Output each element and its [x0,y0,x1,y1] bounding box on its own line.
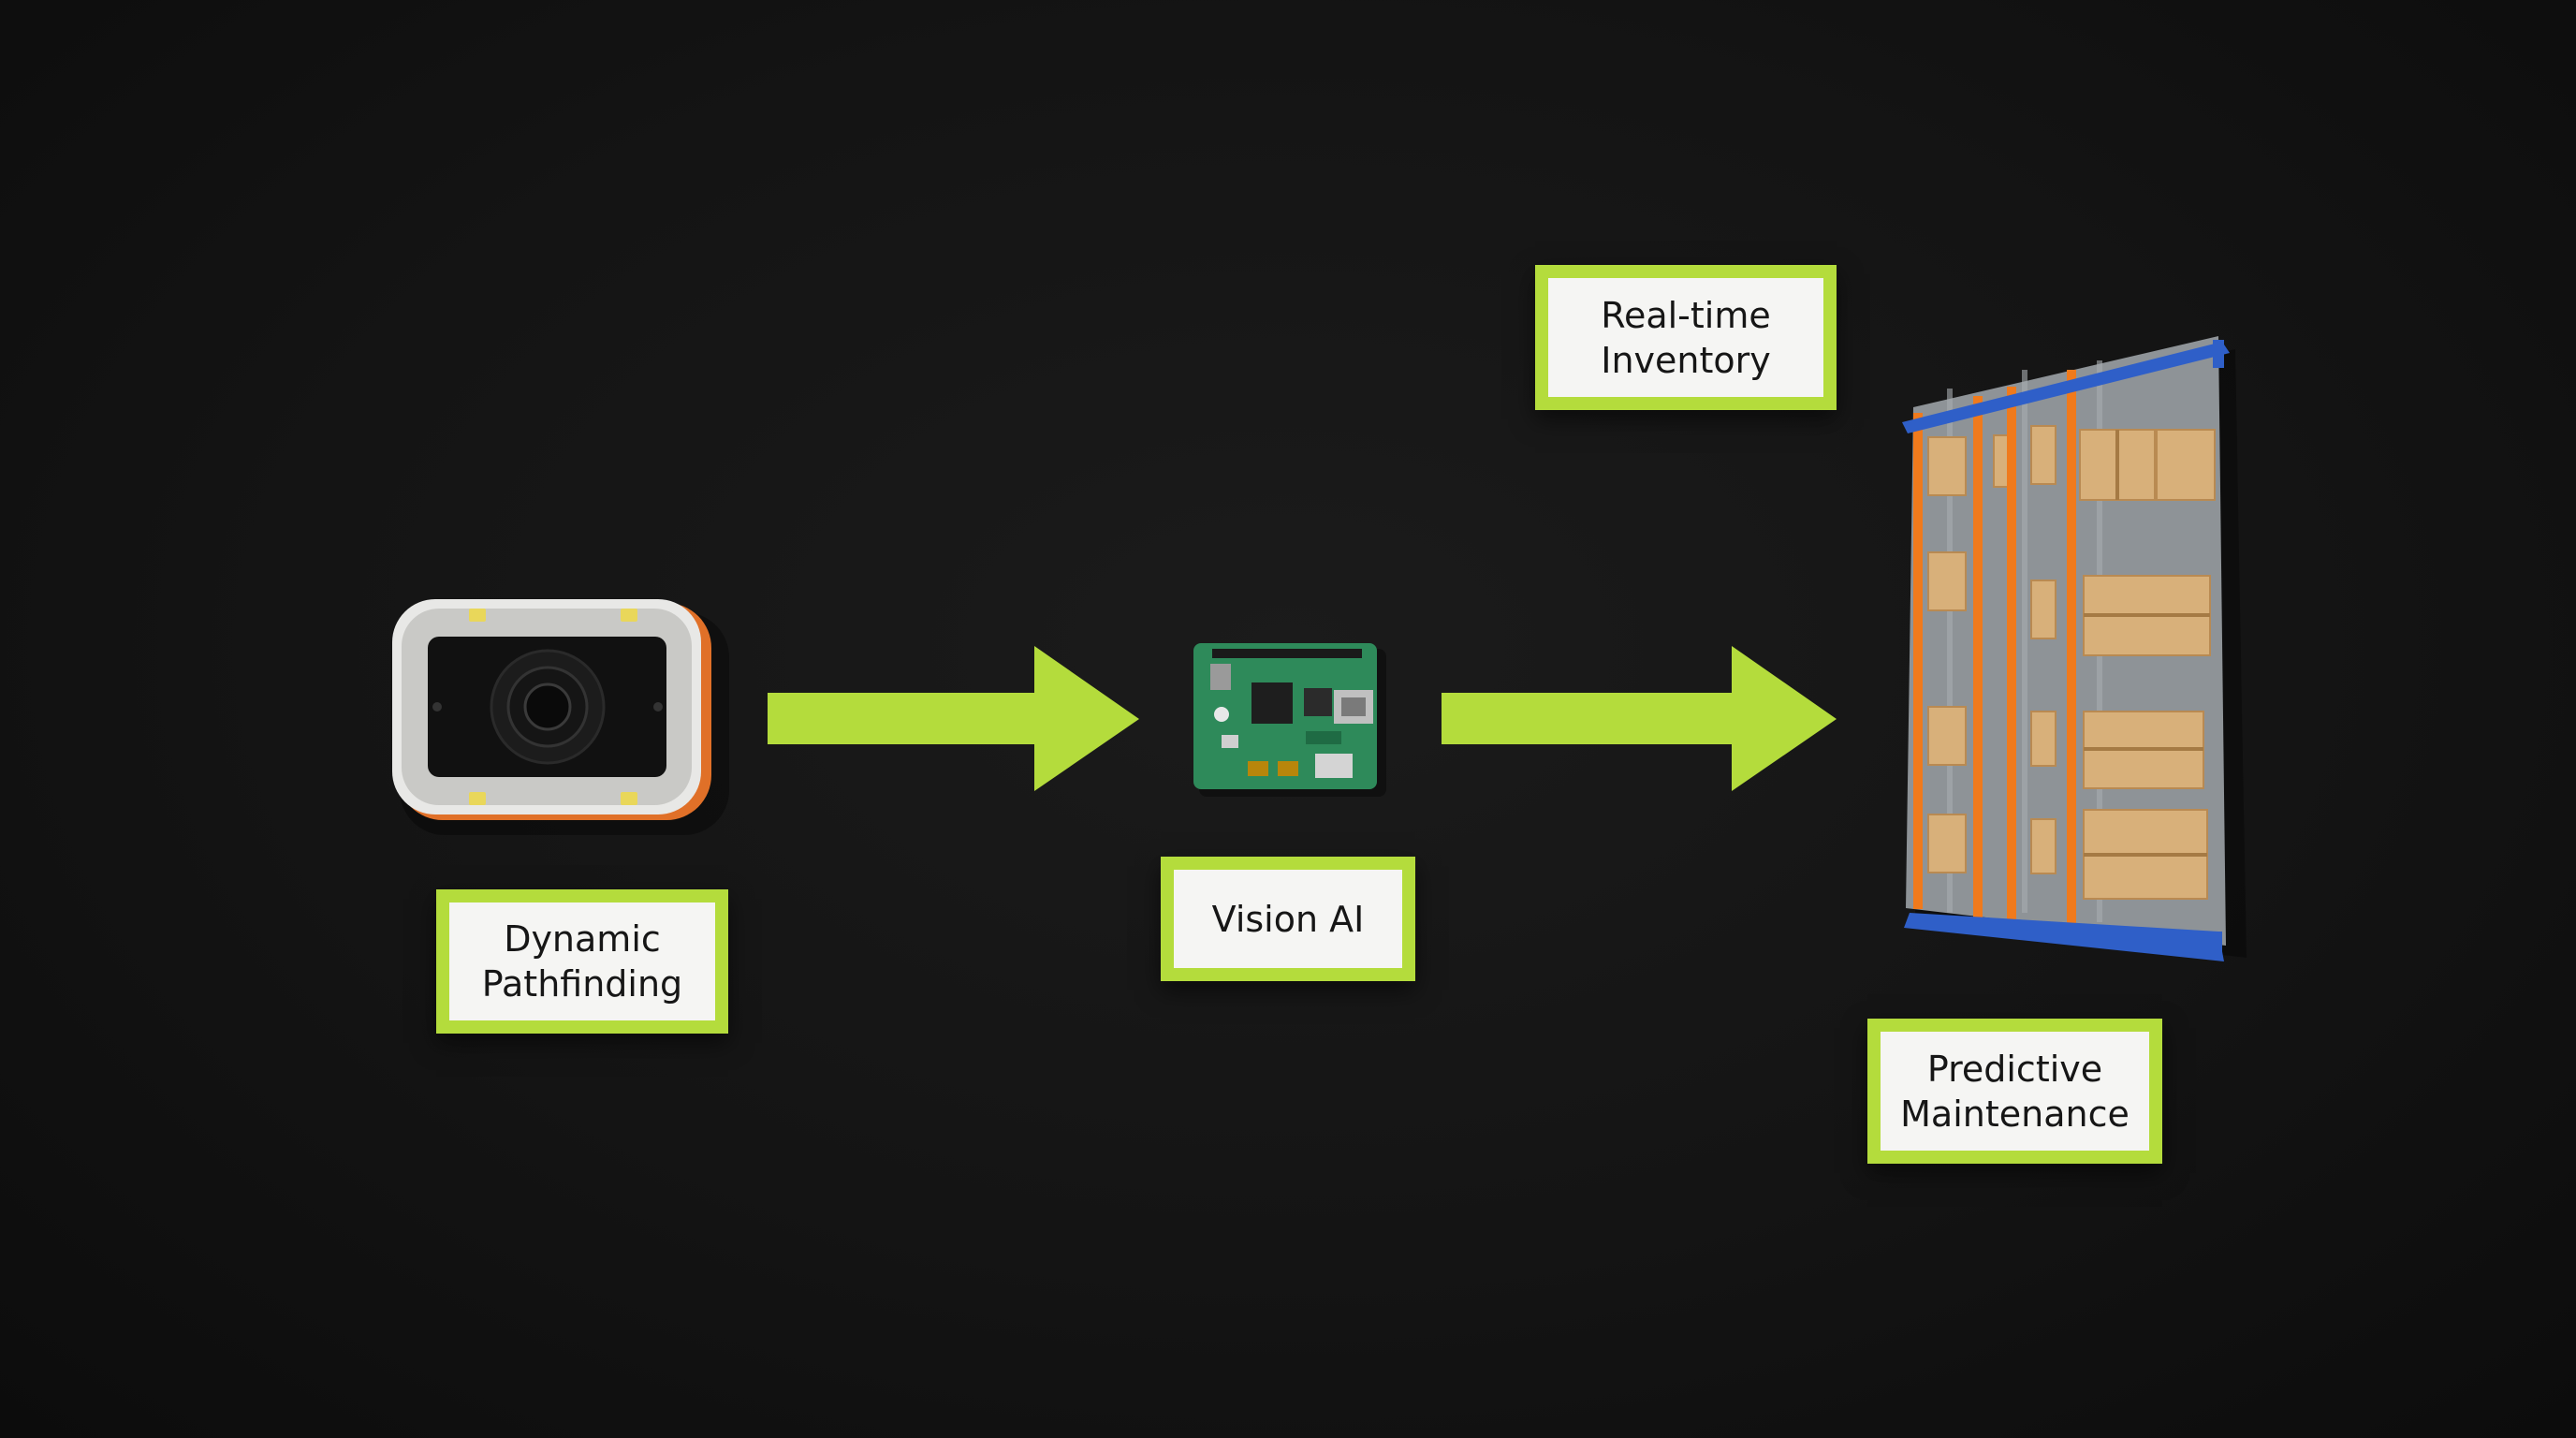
arrow-icon-1 [768,646,1139,791]
label-line: Dynamic [504,918,661,960]
robot-camera-icon [392,599,729,835]
label-dynamic-pathfinding: Dynamic Pathfinding [436,889,728,1034]
label-line: Maintenance [1900,1093,2130,1135]
warehouse-rack-icon [1902,336,2247,961]
label-line: Real-time [1601,294,1771,336]
label-real-time-inventory: Real-time Inventory [1535,265,1837,410]
arrow-icon-2 [1442,646,1837,791]
circuit-board-icon [1193,643,1386,797]
label-line: Pathfinding [481,963,683,1005]
label-line: Inventory [1601,339,1771,381]
label-vision-ai: Vision AI [1161,857,1415,981]
label-line: Predictive [1926,1048,2103,1090]
label-line: Vision AI [1211,898,1365,940]
label-predictive-maintenance: Predictive Maintenance [1867,1019,2162,1164]
